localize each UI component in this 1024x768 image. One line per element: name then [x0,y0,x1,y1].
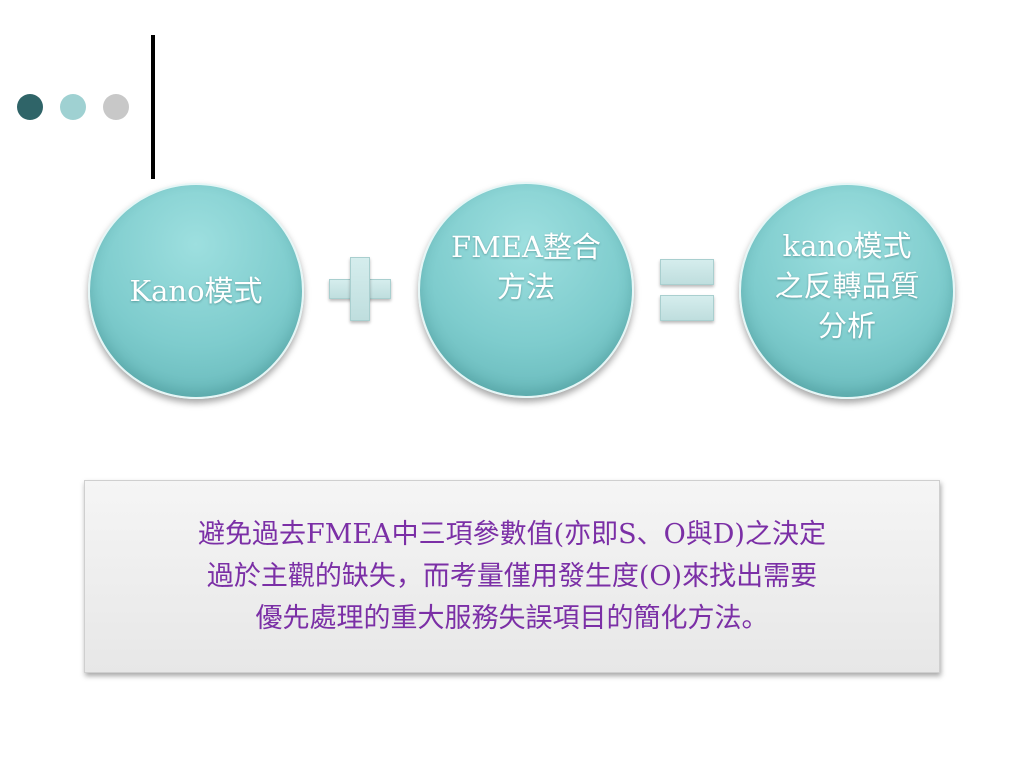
description-line: 過於主觀的缺失，而考量僅用發生度(O)來找出需要 [206,560,818,592]
description-line: 優先處理的重大服務失誤項目的簡化方法。 [255,602,769,634]
equals-icon [660,259,714,323]
plus-vertical-bar [350,257,370,321]
decor-dot-dark [17,94,43,120]
circle-fmea-integration: FMEA整合方法 [418,182,634,398]
circle-label: Kano模式 [129,274,263,308]
circle-kano-model: Kano模式 [88,183,304,399]
equals-top-bar [660,259,714,285]
description-box: 避免過去FMEA中三項參數值(亦即S、O與D)之決定 過於主觀的缺失，而考量僅用… [84,480,940,673]
circle-label: kano模式之反轉品質分析 [774,229,920,343]
equals-bottom-bar [660,295,714,321]
decor-dot-grey [103,94,129,120]
plus-icon [329,257,391,321]
description-text: 避免過去FMEA中三項參數值(亦即S、O與D)之決定 過於主觀的缺失，而考量僅用… [122,514,902,640]
decor-dot-light [60,94,86,120]
circle-reverse-quality-analysis: kano模式之反轉品質分析 [739,183,955,399]
decor-vertical-line [151,35,155,179]
description-line: 避免過去FMEA中三項參數值(亦即S、O與D)之決定 [198,518,826,550]
circle-label: FMEA整合方法 [451,230,601,304]
